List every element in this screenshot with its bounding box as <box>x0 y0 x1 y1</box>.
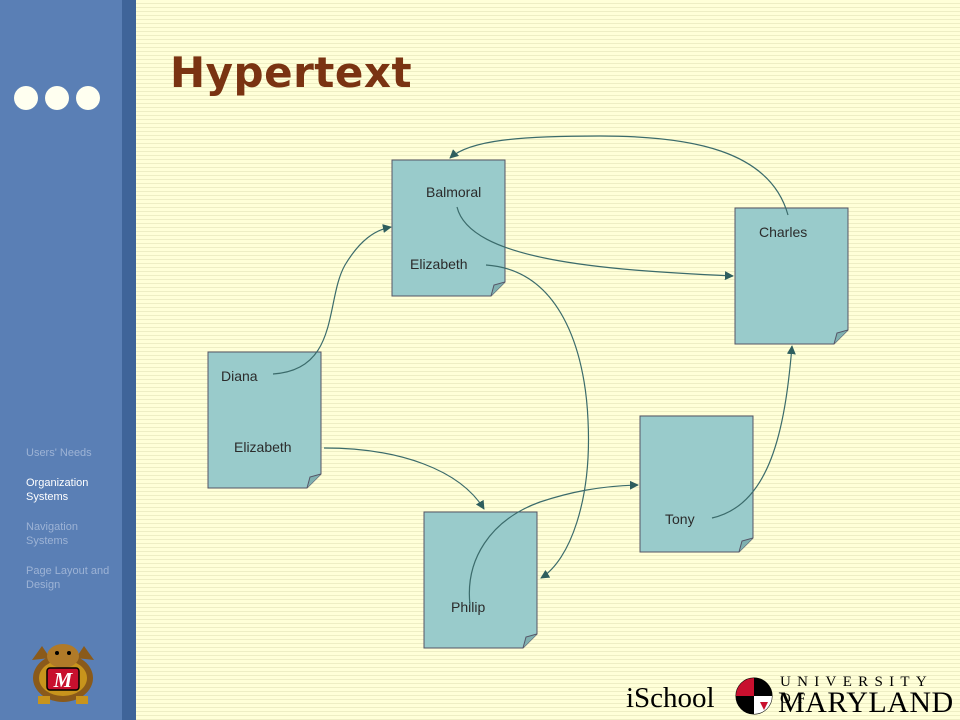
footer-branding: iSchool UNIVERSITY OF MARYLAND <box>622 670 958 719</box>
ischool-logo: iSchool <box>626 682 715 714</box>
link-elizabeth-to-philip <box>323 447 485 510</box>
terrapin-mascot-icon: M <box>32 644 94 704</box>
link-diana-to-balmoral <box>272 224 392 375</box>
mascot-letter: M <box>53 668 74 692</box>
link-charles-to-balmoral <box>449 135 789 216</box>
link-tony-to-charles <box>711 345 796 519</box>
sidebar <box>0 0 122 720</box>
label-tony[interactable]: Tony <box>665 511 695 527</box>
maryland-text: MARYLAND <box>778 686 954 719</box>
label-philip[interactable]: Philip <box>451 599 485 615</box>
link-philip-to-tony <box>468 480 639 606</box>
dot-icon <box>14 86 38 110</box>
link-balmoral-to-charles <box>456 206 734 281</box>
section-nav: Users' Needs Organization Systems Naviga… <box>26 446 118 608</box>
sidebar-edge <box>122 0 136 720</box>
dot-icon <box>45 86 69 110</box>
nav-item-page-layout[interactable]: Page Layout and Design <box>26 565 110 591</box>
page-diana: Diana Elizabeth <box>207 351 322 489</box>
nav-item-navigation-systems[interactable]: Navigation Systems <box>26 521 78 547</box>
university-of-text: UNIVERSITY OF <box>780 674 933 707</box>
link-elizabeth-to-philip-long <box>485 264 590 579</box>
label-elizabeth-diana[interactable]: Elizabeth <box>234 439 292 455</box>
label-charles[interactable]: Charles <box>759 224 807 240</box>
label-diana[interactable]: Diana <box>221 368 258 384</box>
nav-item-organization-systems[interactable]: Organization Systems <box>26 477 89 503</box>
page-philip: Philip <box>423 511 538 649</box>
label-elizabeth-balmoral[interactable]: Elizabeth <box>410 256 468 272</box>
page-charles: Charles <box>734 207 849 345</box>
label-balmoral[interactable]: Balmoral <box>426 184 481 200</box>
dot-icon <box>76 86 100 110</box>
maryland-flag-seal-icon <box>735 677 773 715</box>
page-tony: Tony <box>639 415 754 553</box>
decorative-dots <box>14 86 100 110</box>
slide-title: Hypertext <box>170 48 413 97</box>
page-balmoral: Balmoral Elizabeth <box>391 159 506 297</box>
nav-item-users-needs[interactable]: Users' Needs <box>26 447 92 459</box>
